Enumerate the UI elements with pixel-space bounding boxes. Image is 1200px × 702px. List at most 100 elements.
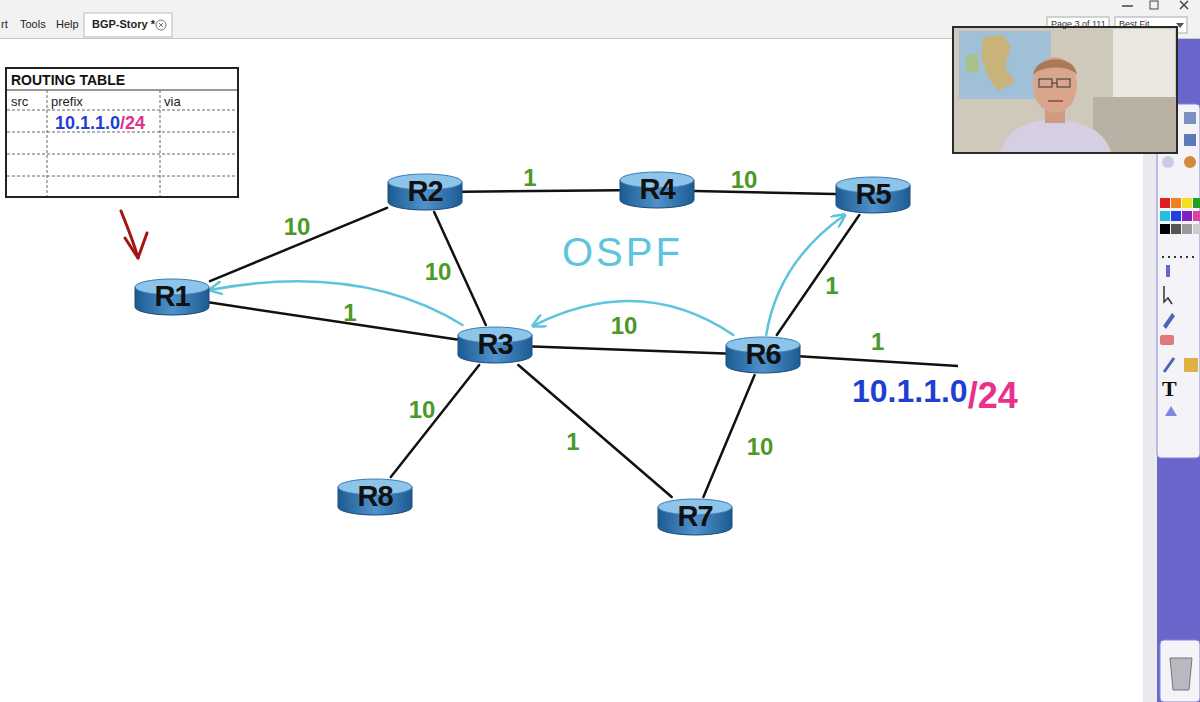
router-name: R3 <box>447 330 543 359</box>
ospf-advert-arrow <box>210 281 463 325</box>
link-cost: 10 <box>409 398 436 422</box>
palette-swatch <box>1182 211 1192 221</box>
palette-swatch <box>1160 224 1170 234</box>
palette-swatch <box>1193 224 1200 234</box>
network-link <box>777 215 860 335</box>
presenter-head <box>1033 57 1077 113</box>
text-tool-icon: T <box>1162 378 1177 400</box>
tab-close-icon <box>156 20 166 30</box>
link-cost: 10 <box>747 435 774 459</box>
link-cost: 1 <box>871 330 884 354</box>
routing-table: ROUTING TABLEsrcprefixvia10.1.1.0/24 <box>5 67 239 198</box>
tool-icon <box>1184 358 1198 372</box>
network-link <box>533 346 725 353</box>
presenter-hair <box>1033 59 1077 75</box>
palette-swatch <box>1171 224 1181 234</box>
trash-bin-icon <box>1170 658 1192 690</box>
presenter-mouth <box>1048 100 1063 102</box>
document-tab <box>84 13 172 37</box>
window-light <box>1113 29 1175 97</box>
router-name: R6 <box>715 340 811 369</box>
map-land <box>965 53 979 73</box>
presenter-glasses <box>1052 83 1057 84</box>
link-cost: 10 <box>284 215 311 239</box>
tool-icon <box>1184 156 1196 168</box>
tool-icon <box>1184 134 1196 146</box>
router-node: R1 <box>134 277 210 317</box>
palette-swatch <box>1193 211 1200 221</box>
protocol-label: OSPF <box>562 232 683 272</box>
palette-swatch <box>1193 198 1200 208</box>
menu-item: rt <box>1 19 8 30</box>
network-link <box>210 303 457 340</box>
tool-icon <box>1184 112 1196 124</box>
palette-swatch <box>1171 198 1181 208</box>
router-node: R6 <box>725 335 801 375</box>
window-minimize <box>1122 5 1133 7</box>
trash-panel <box>1160 640 1200 702</box>
text-group: 10.1.1.0/24 <box>852 372 1018 408</box>
link-cost: 1 <box>825 274 838 298</box>
menu-item: Tools <box>20 19 46 30</box>
table-row-line <box>7 110 237 111</box>
tab-close-cross <box>159 23 163 27</box>
pointer-arrow-head <box>125 233 147 258</box>
link-cost: 1 <box>566 430 579 454</box>
webcam-frame <box>953 27 1177 153</box>
menu-item: Help <box>56 19 79 30</box>
tab-title: BGP-Story * <box>92 19 155 30</box>
router-node: R5 <box>835 175 911 215</box>
network-link <box>518 365 671 497</box>
router-name: R1 <box>124 282 220 311</box>
network-link <box>695 191 835 194</box>
presenter-glasses <box>1039 79 1052 87</box>
router-node: R8 <box>337 477 413 517</box>
window-close <box>1180 1 1188 9</box>
stub-network-line <box>795 356 958 366</box>
router-name: R5 <box>825 180 921 209</box>
palette-swatch <box>1171 211 1181 221</box>
link-cost: 10 <box>611 314 638 338</box>
table-row-line <box>7 154 237 155</box>
router-name: R4 <box>609 175 705 204</box>
palette-swatch <box>1182 198 1192 208</box>
table-row-line <box>7 176 237 177</box>
router-name: R7 <box>647 502 743 531</box>
eraser-tool-icon <box>1160 335 1174 345</box>
table-cell: prefix <box>51 95 83 108</box>
table-cell: src <box>11 95 28 108</box>
table-rule <box>7 89 237 90</box>
highlighter-icon <box>1164 358 1174 372</box>
router-name: R8 <box>327 482 423 511</box>
network-link <box>210 208 387 281</box>
link-cost: 1 <box>343 301 356 325</box>
presenter-glasses <box>1057 79 1070 87</box>
fill-tool-icon <box>1165 406 1177 416</box>
palette-swatch <box>1182 224 1192 234</box>
pointer-arrow-shaft <box>121 211 138 258</box>
ospf-advert-arrow <box>766 215 844 335</box>
palette-swatch <box>1160 198 1170 208</box>
network-prefix: 10.1.1.0 <box>852 375 968 407</box>
pen-tool-icon <box>1163 313 1175 329</box>
select-tool-icon <box>1164 286 1172 304</box>
table-column-line <box>160 90 161 196</box>
palette-swatch <box>1160 211 1170 221</box>
tool-icon <box>1162 156 1174 168</box>
network-link <box>463 190 619 191</box>
window-restore <box>1150 1 1158 9</box>
table-grid <box>7 69 237 196</box>
table-cell: 10.1.1.0 <box>55 114 120 132</box>
router-node: R3 <box>457 325 533 365</box>
link-cost: 10 <box>731 168 758 192</box>
toolbar-panel <box>1157 104 1200 458</box>
table-cell: /24 <box>120 114 145 132</box>
table-cell: via <box>164 95 181 108</box>
link-cost: 10 <box>425 260 452 284</box>
slider-icon <box>1166 265 1170 277</box>
page-indicator: Page 3 of 111 <box>1051 20 1106 29</box>
map-land <box>981 35 1015 91</box>
link-cost: 1 <box>523 166 536 190</box>
